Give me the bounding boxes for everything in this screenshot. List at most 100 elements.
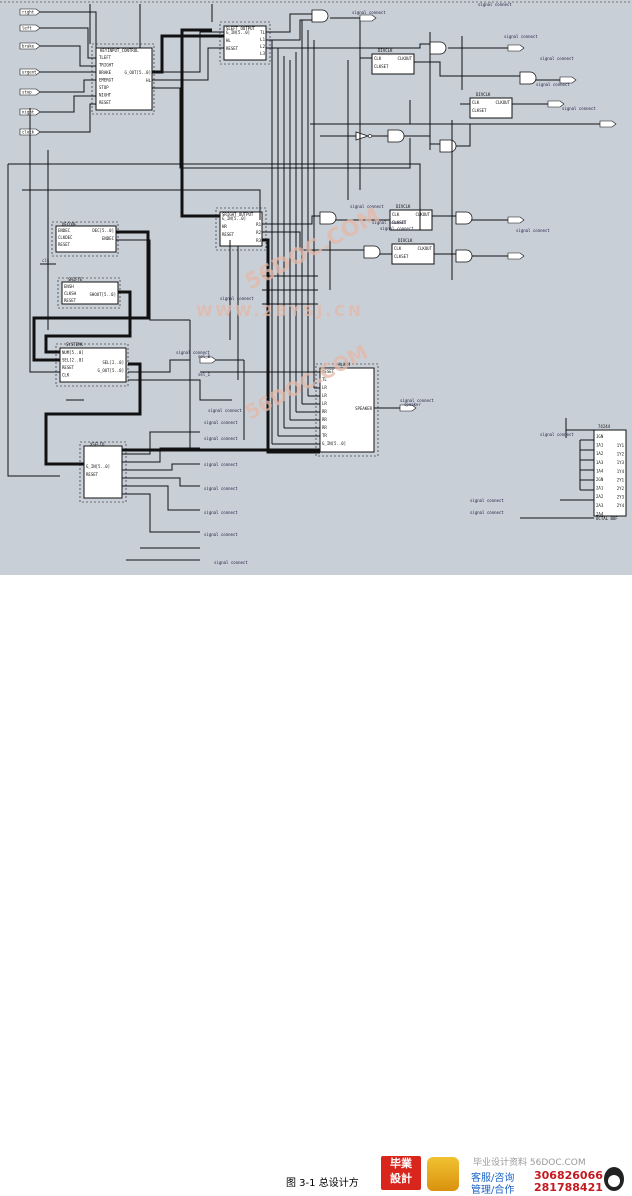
systemk-pin: G_OUT[5..0] [98, 368, 125, 373]
and-gate [311, 9, 329, 23]
output-pin [559, 76, 577, 84]
input-pin-label: right [22, 10, 35, 15]
buffer-pin: 1A1 [596, 443, 604, 448]
shift-pin: RESET [64, 298, 77, 303]
signal-connect-label: signal connect [470, 498, 504, 503]
signal-connect-label: signal connect [400, 398, 434, 403]
sright-pin: RESET [222, 232, 235, 237]
input-pin-label: clock [22, 130, 35, 135]
keyinput-pin: NIGHT [99, 93, 112, 98]
buffer-pin: 1GN [596, 434, 604, 439]
buffer-pin: 1A2 [596, 451, 604, 456]
buffer-pin: 2A2 [596, 494, 604, 499]
dff4-pin: CLK [394, 246, 402, 251]
svg-text:DIVCLK: DIVCLK [396, 204, 411, 209]
shift-title: SHIFTE [68, 277, 83, 282]
output-pin [507, 216, 525, 224]
and-gate [429, 41, 447, 55]
input-pin-brake: brake [19, 42, 46, 50]
buffer-pin: 2Y4 [617, 503, 625, 508]
divclk-block-1: DIVCLK [371, 48, 415, 75]
sel-title: XSELCD [90, 442, 105, 447]
sleft-pin: HL [226, 38, 231, 43]
alarm-pin: LR [322, 401, 327, 406]
keyinput-pin: EMERGT [99, 78, 114, 83]
alarm-title: ALARM [338, 362, 351, 367]
keyinput-control-block: KEYINPUT_CONTROL [91, 43, 155, 115]
and-gate [455, 211, 473, 225]
input-pin-label: stop [22, 90, 32, 95]
buffer-pin: 2A4 [596, 511, 604, 516]
decode-block: DECODE [51, 221, 119, 257]
sleft-title: SLEFT_OUTPUT [226, 26, 255, 31]
input-pin-label: urgent [22, 70, 37, 75]
input-pin-clock: clock [19, 128, 46, 136]
buffer-pin: 1Y3 [617, 460, 625, 465]
output-pin [599, 120, 617, 128]
buffer-pin: 1Y1 [617, 443, 625, 448]
signal-connect-label: signal connect [352, 10, 386, 15]
keyinput-pin: TRIGHT [99, 63, 114, 68]
logo-badge: 毕業 設計 [381, 1156, 421, 1190]
signal-connect-label: signal connect [176, 350, 210, 355]
signal-connect-label: signal connect [372, 220, 406, 225]
buffer-pin: 2A1 [596, 486, 604, 491]
dff1-pin: CLKOUT [398, 56, 413, 61]
dff3-pin: CLK [392, 212, 400, 217]
money-bag-icon [427, 1157, 459, 1191]
signal-label-speaker: speaker [404, 402, 421, 407]
dff1-pin: CLKSET [374, 64, 389, 69]
or-gate [387, 129, 405, 143]
svg-text:DIVCLK: DIVCLK [476, 92, 491, 97]
buffer-pin: 2A3 [596, 503, 604, 508]
sright-output-block: SRIGHT_OUTPUT [215, 207, 267, 251]
alarm-pin: RR [322, 409, 327, 414]
shift-pin: CLKSH [64, 291, 77, 296]
buffer-pin: 1A4 [596, 468, 604, 473]
output-pin [399, 404, 417, 412]
buffer-pin: 2Y3 [617, 495, 625, 500]
qq-penguin-icon [604, 1167, 624, 1191]
systemk-pin: SEL[2..0] [62, 358, 84, 363]
divclk-block-2: DIVCLK [469, 92, 513, 119]
dff2-pin: CLKSET [472, 108, 487, 113]
and-gate [455, 249, 473, 263]
and-gate [319, 211, 337, 225]
signal-connect-label: signal connect [204, 420, 238, 425]
signal-label-sel0: sel_0 [198, 354, 211, 359]
output-pin [547, 100, 565, 108]
decode-pin: ENDEC [58, 228, 71, 233]
signal-connect-label: signal connect [220, 296, 254, 301]
output-pin [507, 252, 525, 260]
site-text: 毕业设计资料 56DOC.COM [473, 1158, 586, 1168]
output-pin [199, 356, 217, 364]
signal-connect-label: signal connect [214, 560, 248, 565]
sleft-pin: RESET [226, 46, 239, 51]
systemk-title: SYSTEMK [66, 342, 83, 347]
buffer-pin: 2Y2 [617, 486, 625, 491]
alarm-pin: G_IN[5..0] [322, 441, 346, 446]
keyinput-pin: RESET [99, 100, 112, 105]
sright-pin: G_IN[5..0] [222, 216, 246, 221]
buffer-footer: OCTAL BUF [596, 516, 618, 521]
signal-connect-label: signal connect [204, 510, 238, 515]
keyinput-pin: STOP [99, 85, 109, 90]
svg-text:DIVCLK: DIVCLK [398, 238, 413, 243]
keyinput-pin: BRAKE [99, 70, 112, 75]
dff3-pin: CLKOUT [416, 212, 431, 217]
alarm-pin: TR [322, 433, 327, 438]
input-pin-left: left [19, 24, 46, 32]
signal-connect-label: signal connect [478, 2, 512, 7]
dff4-pin: CLKSET [394, 254, 409, 259]
systemk-pin: CLK [62, 373, 70, 378]
octal-buffer-block: 74244 OCTAL BUF [593, 424, 627, 521]
signal-connect-label: signal connect [562, 106, 596, 111]
sright-title: SRIGHT_OUTPUT [222, 212, 254, 217]
decode-title: DECODE [62, 222, 77, 227]
sleft-output-block: SLEFT_OUTPUT [219, 21, 271, 65]
svg-text:DIVCLK: DIVCLK [378, 48, 393, 53]
alarm-pin: RR [322, 425, 327, 430]
watermark-1: 56DOC.COM [241, 203, 384, 295]
input-pin-right: right [19, 8, 46, 16]
